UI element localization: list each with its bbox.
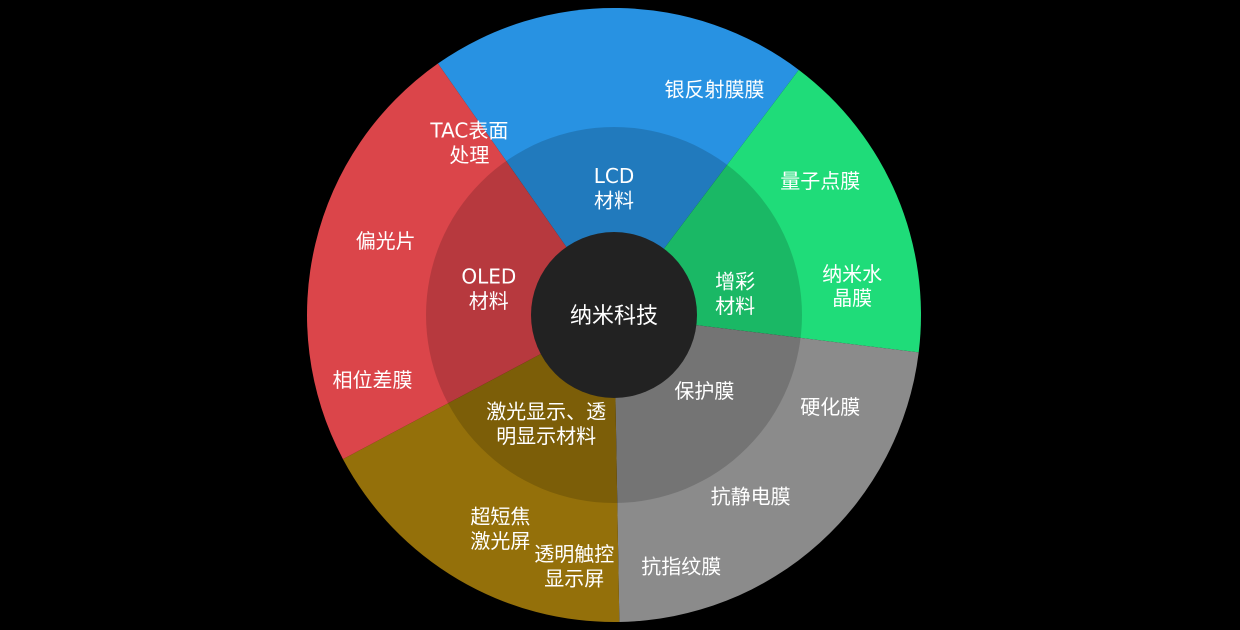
category-label-protect: 保护膜 (674, 379, 734, 403)
center-label: 纳米科技 (570, 304, 658, 329)
outer-sector-protect (614, 315, 919, 622)
category-label-color: 增彩材料 (715, 270, 755, 318)
item-label-touch: 透明触控显示屏 (534, 542, 614, 590)
outer-sector-color (614, 69, 921, 353)
item-label-antistatic: 抗静电膜 (711, 485, 791, 509)
item-label-ultrashort: 超短焦激光屏 (470, 505, 530, 553)
item-label-polarizer: 偏光片 (356, 229, 416, 253)
item-label-antifinger: 抗指纹膜 (641, 554, 721, 578)
outer-sector-laser (342, 315, 620, 622)
item-label-hard: 硬化膜 (800, 395, 860, 419)
item-label-tac: TAC表面处理 (429, 119, 508, 167)
item-label-nanowater: 纳米水晶膜 (822, 262, 882, 310)
item-label-retarder: 相位差膜 (333, 368, 413, 392)
outer-sector-lcd (437, 7, 799, 315)
outer-sector-oled (307, 63, 614, 460)
center-disk (531, 232, 697, 398)
category-label-laser: 激光显示、透明显示材料 (486, 400, 606, 448)
item-label-quantum: 量子点膜 (780, 169, 860, 193)
item-label-silver: 银反射膜膜 (665, 78, 765, 102)
